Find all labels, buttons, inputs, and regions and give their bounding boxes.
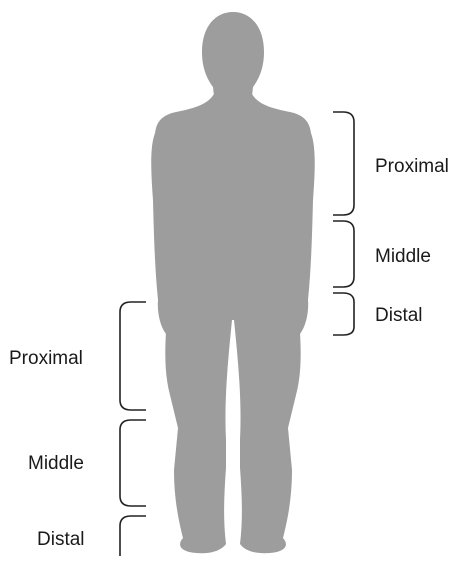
leg-distal-label: Distal bbox=[37, 530, 85, 549]
arm-distal-bracket bbox=[333, 293, 354, 335]
leg-proximal-bracket bbox=[120, 302, 146, 410]
leg-middle-label: Middle bbox=[28, 454, 84, 473]
arm-proximal-label: Proximal bbox=[375, 157, 449, 176]
arm-middle-label: Middle bbox=[375, 247, 431, 266]
leg-distal-bracket bbox=[120, 516, 146, 556]
leg-proximal-label: Proximal bbox=[9, 349, 83, 368]
torso-and-legs bbox=[155, 94, 311, 553]
human-silhouette bbox=[151, 12, 314, 553]
arm-proximal-bracket bbox=[333, 112, 354, 215]
upper-limb-brackets bbox=[333, 112, 354, 335]
arm-distal-label: Distal bbox=[375, 306, 423, 325]
head bbox=[202, 12, 264, 96]
leg-middle-bracket bbox=[120, 420, 146, 506]
lower-limb-brackets bbox=[120, 302, 146, 556]
arm-middle-bracket bbox=[333, 221, 354, 287]
